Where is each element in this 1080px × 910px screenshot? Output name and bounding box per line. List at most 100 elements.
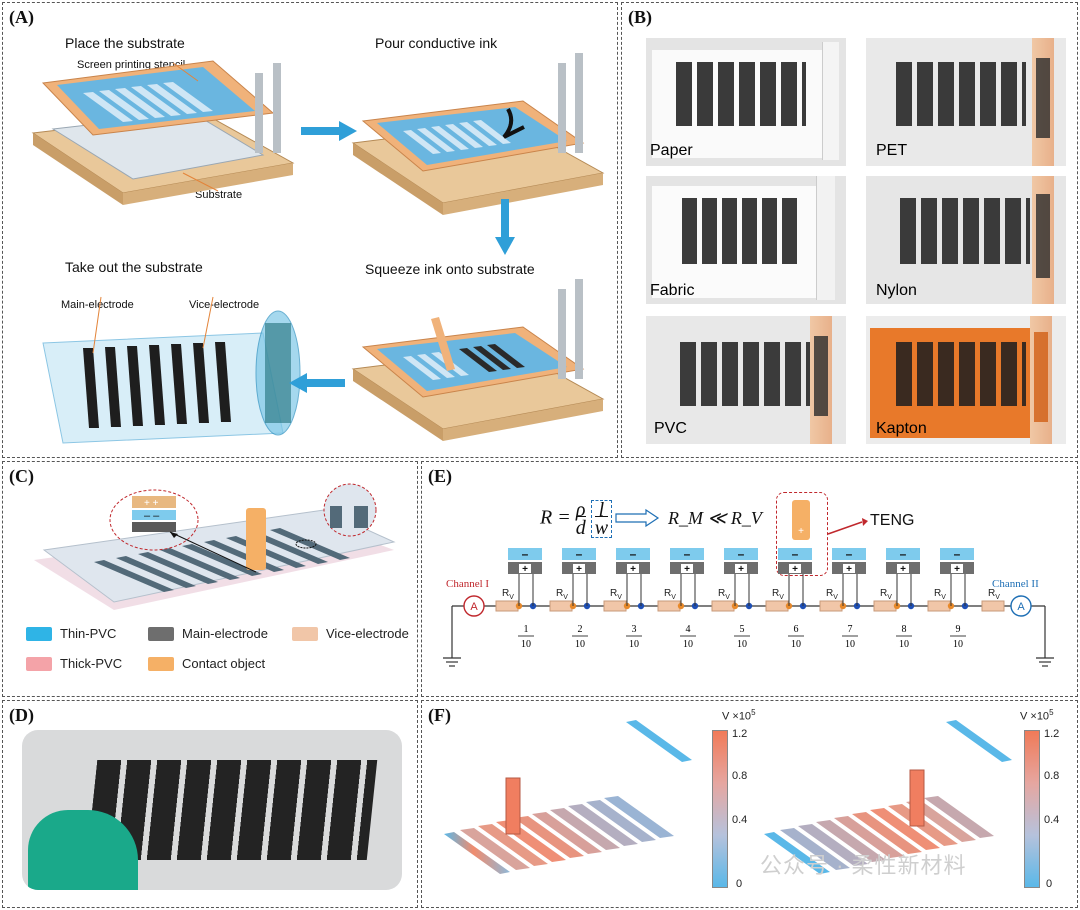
panel-a-label: (A) [9,7,34,27]
panel-f: (F) [421,700,1078,908]
resistor-label-7: RV [826,588,838,601]
resistor-6 [765,600,789,612]
colorbar-right-tick-2: 0.8 [1044,770,1060,782]
printer-step-3 [351,279,605,441]
plus-sign-3: + [630,564,636,575]
fraction-den-5: 10 [737,639,747,650]
colorbar-right-tick-1: 1.2 [1044,728,1060,740]
colorbar-right-tick-4: 0 [1046,878,1053,890]
fraction-den-8: 10 [899,639,909,650]
resistor-2 [549,600,573,612]
arrow-left-icon [289,373,345,393]
device-schematic: + + – – [34,483,396,610]
photo-fabric [646,176,846,304]
svg-text:– –: – – [144,510,160,522]
plus-sign-4: + [684,564,690,575]
substrate-label: Substrate [195,189,243,201]
legend-main-electrode: Main-electrode [182,626,268,641]
resistor-4 [657,600,681,612]
thin-pvc-6 [778,548,812,560]
fraction-den-4: 10 [683,639,693,650]
resistor-10 [981,600,1005,612]
colorbar-left [712,730,728,888]
panel-e-label: (E) [428,466,452,486]
legend-swatch-thick-pvc [26,657,52,671]
resistor-1 [495,600,519,612]
fraction-num-4: 4 [686,624,691,635]
fraction-num-2: 2 [578,624,583,635]
colorbar-left-tick-2: 0.8 [732,770,748,782]
material-label-nylon: Nylon [876,282,917,299]
printer-step-2 [351,53,605,215]
watermark: 公众号 · 柔性新材料 [760,853,967,878]
ammeter-1-label: A [470,601,478,613]
ammeter-2-icon [1010,595,1032,617]
minus-sign-3: – [630,547,637,561]
resistor-label-8: RV [880,588,892,601]
glove [28,810,138,890]
plus-sign-9: + [954,564,960,575]
resistor-5 [711,600,735,612]
teng-pointer-arrow [827,518,868,535]
svg-text:+ +: + + [144,498,159,509]
fraction-den-9: 10 [953,639,963,650]
fraction-num-3: 3 [632,624,637,635]
minus-sign-9: – [954,547,961,561]
resistor-label-9: RV [934,588,946,601]
material-label-paper: Paper [650,142,693,159]
fraction-den-3: 10 [629,639,639,650]
resistance-relation: R_M ≪ R_V [668,508,762,528]
photo-nylon [866,176,1066,304]
resistor-label-1: RV [502,588,514,601]
resistor-label-4: RV [664,588,676,601]
resistor-8 [873,600,897,612]
fraction-den-7: 10 [845,639,855,650]
legend-vice-electrode: Vice-electrode [326,626,409,641]
minus-sign-5: – [738,547,745,561]
thin-pvc-8 [886,548,920,560]
panel-f-label: (F) [428,705,451,725]
panel-c-label: (C) [9,466,34,486]
vice-electrode-label: Vice-electrode [189,299,260,311]
minus-sign-8: – [900,547,907,561]
ammeter-1-icon [463,595,485,617]
panel-b-label: (B) [628,7,652,27]
minus-sign-4: – [684,547,691,561]
plus-sign-2: + [576,564,582,575]
resistor-9 [927,600,951,612]
panel-d-label: (D) [9,705,34,725]
fraction-num-9: 9 [956,624,961,635]
fraction-den-6: 10 [791,639,801,650]
potential-map-left [444,720,692,874]
minus-sign-7: – [846,547,853,561]
resistor-label-2: RV [556,588,568,601]
fraction-num-1: 1 [524,624,529,635]
thin-pvc-1 [508,548,542,560]
legend-swatch-thin-pvc [26,627,52,641]
plus-sign-5: + [738,564,744,575]
step-3-caption: Squeeze ink onto substrate [365,261,535,277]
thin-pvc-5 [724,548,758,560]
fraction-num-6: 6 [794,624,799,635]
panel-c: (C) [2,461,418,697]
channel-1-label: Channel I [446,578,490,590]
minus-sign-6: – [792,547,799,561]
panel-b: (B) [621,2,1078,458]
material-label-pvc: PVC [654,420,687,437]
channel-2-label: Channel II [992,578,1039,590]
fraction-num-7: 7 [848,624,853,635]
plus-sign-1: + [522,564,528,575]
plus-sign-8: + [900,564,906,575]
teng-label: TENG [870,512,915,529]
panel-d: (D) [2,700,418,908]
colorbar-left-tick-4: 0 [736,878,743,890]
minus-sign-2: – [576,547,583,561]
arrow-down-icon [495,199,515,255]
colorbar-left-tick-3: 0.4 [732,814,748,826]
teng-highlight [776,492,828,576]
minus-sign-1: – [522,547,529,561]
legend-swatch-main-electrode [148,627,174,641]
colorbar-right-unit: V ×105 [1020,708,1054,723]
